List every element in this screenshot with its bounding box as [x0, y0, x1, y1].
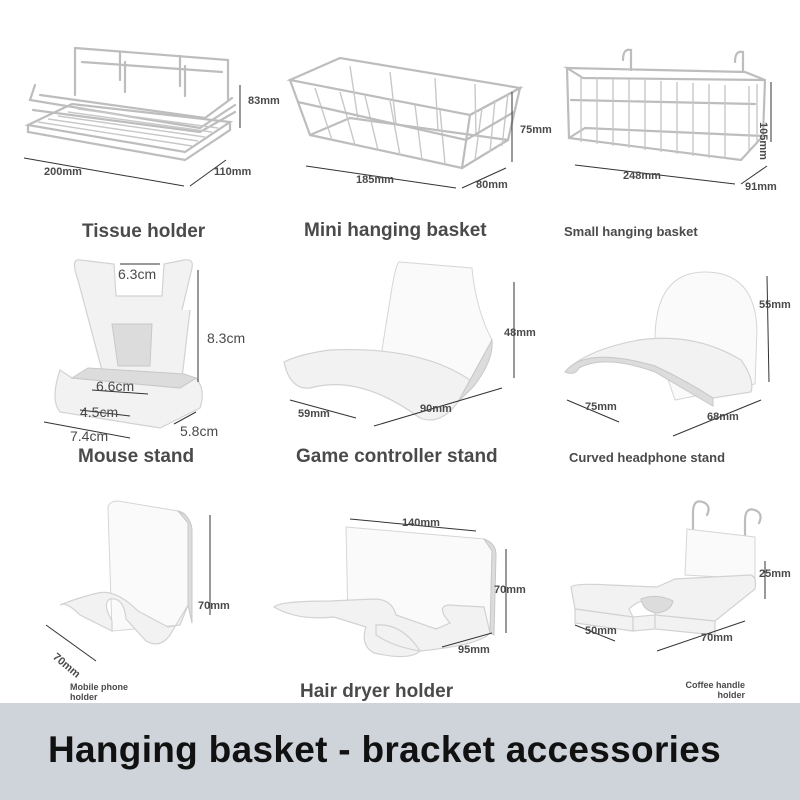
- product-name: Coffee handle holder: [685, 680, 745, 700]
- dim-height: 83mm: [248, 95, 280, 107]
- product-name: Small hanging basket: [564, 224, 698, 239]
- dim-length: 185mm: [356, 174, 394, 186]
- product-tissue-holder: 83mm 200mm 110mm Tissue holder: [0, 0, 280, 250]
- dim-base-width: 6.6cm: [96, 378, 135, 394]
- product-name: Mobile phone holder: [70, 682, 128, 702]
- banner-title: Hanging basket - bracket accessories: [48, 729, 721, 770]
- dim-width: 68mm: [707, 411, 739, 423]
- product-small-hanging-basket: 105mm 248mm 91mm Small hanging basket: [545, 0, 800, 250]
- product-name: Game controller stand: [296, 446, 498, 467]
- dim-depth: 50mm: [585, 625, 617, 637]
- hair-dryer-holder-image: [273, 518, 507, 658]
- dim-depth: 110mm: [214, 166, 252, 178]
- dim-height: 8.3cm: [207, 330, 246, 346]
- dim-depth: 95mm: [458, 644, 490, 656]
- product-mouse-stand: 6.3cm 8.3cm 6.6cm 4.5cm 7.4cm 5.8cm Mous…: [0, 250, 270, 475]
- dim-height: 48mm: [504, 327, 536, 339]
- product-curved-headphone-stand: 55mm 75mm 68mm Curved headphone stand: [545, 250, 800, 475]
- dim-height: 105mm: [757, 122, 769, 160]
- dim-length: 248mm: [623, 170, 661, 182]
- product-name: Mouse stand: [78, 446, 195, 467]
- tissue-holder-image: [23, 46, 241, 187]
- coffee-handle-holder-image: [570, 500, 766, 652]
- mouse-stand-image: [43, 259, 203, 439]
- dim-inner-width: 4.5cm: [80, 404, 119, 420]
- product-name: Mini hanging basket: [304, 220, 487, 241]
- dim-depth: 91mm: [745, 181, 777, 193]
- mobile-phone-holder-image: [45, 500, 211, 662]
- product-hair-dryer-holder: 140mm 70mm 95mm Hair dryer holder: [270, 475, 540, 703]
- title-banner: Hanging basket - bracket accessories: [0, 703, 800, 800]
- product-game-controller-stand: 48mm 59mm 90mm Game controller stand: [270, 250, 540, 475]
- dim-width: 59mm: [298, 408, 330, 420]
- dim-width: 200mm: [44, 166, 82, 178]
- dim-height: 75mm: [520, 124, 552, 136]
- dim-height: 55mm: [759, 299, 791, 311]
- product-name: Curved headphone stand: [569, 450, 726, 465]
- dim-length: 7.4cm: [70, 428, 109, 444]
- product-name: Tissue holder: [82, 221, 206, 242]
- dim-height: 70mm: [494, 584, 526, 596]
- dim-top-width: 6.3cm: [118, 266, 157, 282]
- product-coffee-handle-holder: 25mm 50mm 70mm Coffee handle holder: [545, 475, 800, 703]
- dim-depth: 75mm: [585, 401, 617, 413]
- small-hanging-basket-image: [563, 48, 772, 185]
- dim-depth: 5.8cm: [180, 423, 219, 439]
- dim-depth: 80mm: [476, 179, 508, 191]
- dim-width: 70mm: [701, 632, 733, 644]
- dim-width: 140mm: [402, 517, 440, 529]
- dim-height: 25mm: [759, 568, 791, 580]
- mini-hanging-basket-image: [286, 56, 524, 189]
- game-controller-stand-image: [283, 261, 515, 427]
- dim-height: 70mm: [198, 600, 230, 612]
- curved-headphone-stand-image: [564, 271, 770, 437]
- dim-depth: 90mm: [420, 403, 452, 415]
- product-mobile-phone-holder: 70mm 70mm Mobile phone holder: [0, 475, 270, 703]
- product-name: Hair dryer holder: [300, 681, 454, 702]
- product-mini-hanging-basket: 75mm 185mm 80mm Mini hanging basket: [270, 0, 552, 250]
